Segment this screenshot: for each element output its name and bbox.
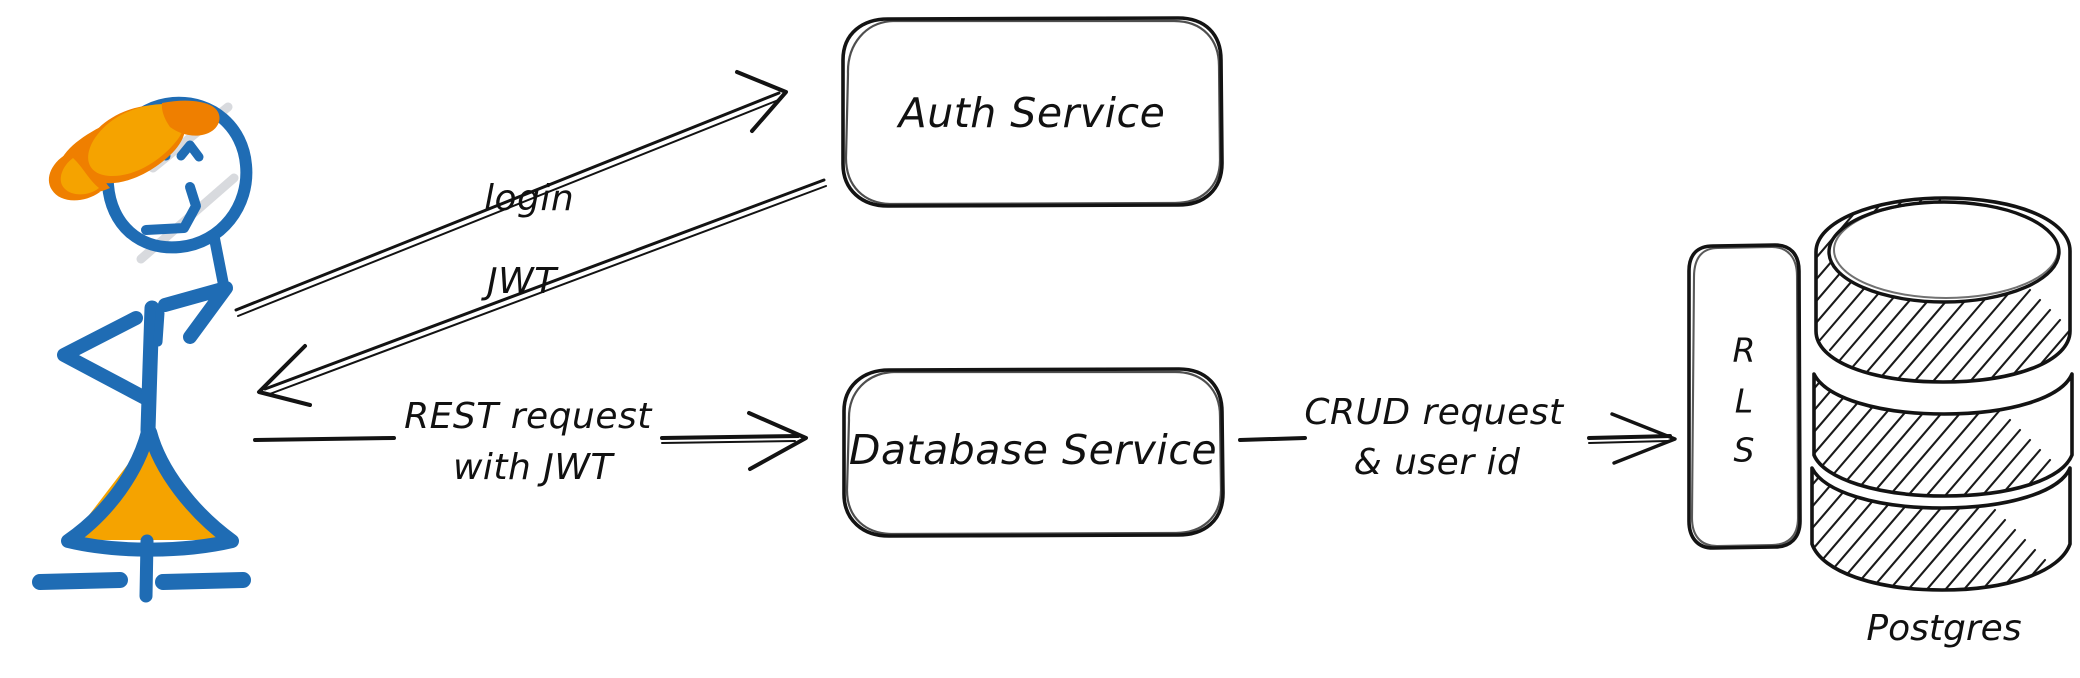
edge-database-to-postgres: CRUD request & user id — [1238, 392, 1677, 483]
skirt-icon — [61, 425, 239, 557]
rls-letter-s: S — [1734, 431, 1755, 470]
database-service-label: Database Service — [849, 426, 1217, 474]
edge-label-rest-line2: with JWT — [453, 447, 616, 488]
postgres-label: Postgres — [1866, 608, 2021, 649]
torso-tick — [153, 308, 165, 347]
node-rls[interactable]: R L S — [1687, 243, 1802, 550]
rls-letter-l: L — [1735, 382, 1753, 421]
edge-label-login: login — [484, 178, 574, 219]
node-database-service[interactable]: Database Service — [842, 367, 1225, 538]
edge-label-crud-line1: CRUD request — [1304, 392, 1565, 433]
edge-label-jwt: JWT — [481, 261, 559, 302]
actor-user-stick-figure — [32, 96, 253, 603]
arm-left — [57, 311, 152, 405]
smile-icon — [141, 182, 201, 235]
postgres-tier-2-hatch — [1814, 374, 2072, 496]
node-auth-service[interactable]: Auth Service — [841, 16, 1224, 208]
neck — [208, 230, 229, 288]
edge-user-to-database: REST request with JWT — [253, 396, 808, 488]
node-postgres[interactable]: Postgres — [1755, 140, 2080, 678]
edge-user-to-auth: login — [234, 70, 788, 317]
rls-letter-r: R — [1733, 331, 1756, 370]
feet-dashes — [32, 572, 251, 590]
leg — [139, 534, 154, 603]
edge-label-rest-line1: REST request — [404, 396, 653, 437]
edge-auth-to-user: JWT — [257, 178, 827, 407]
arm-right — [158, 281, 233, 344]
torso — [140, 300, 160, 438]
edge-label-crud-line2: & user id — [1354, 442, 1521, 483]
postgres-outlines — [1810, 196, 2074, 592]
auth-service-label: Auth Service — [896, 89, 1166, 137]
hat-bow-icon — [48, 100, 220, 201]
